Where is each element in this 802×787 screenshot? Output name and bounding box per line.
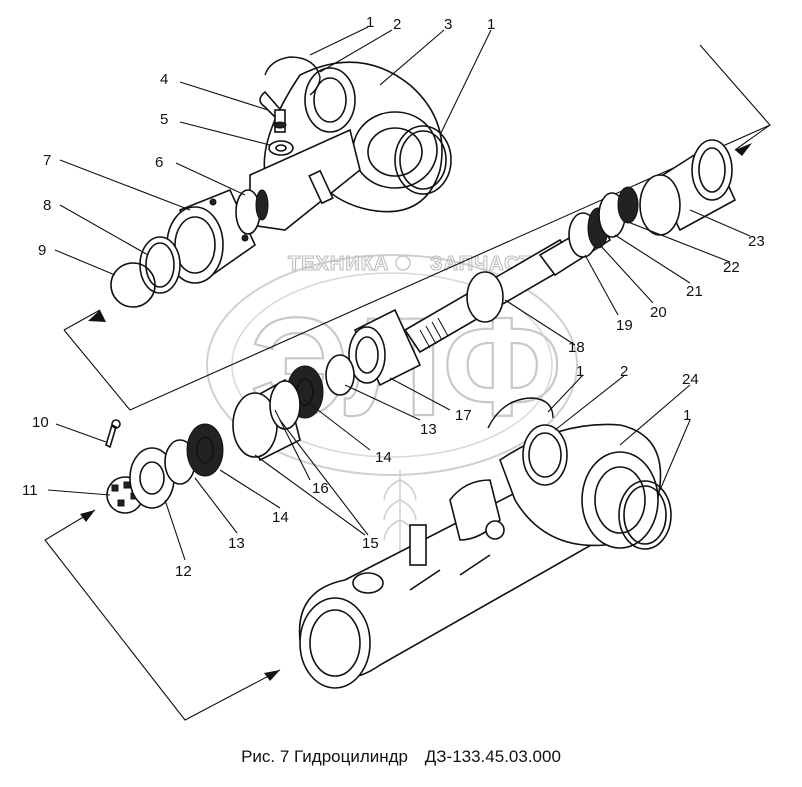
seal-part-6 — [235, 189, 269, 235]
hydraulic-cylinder-diagram: ЭЛФ ТЕХНИКА ЗАПЧАСТИ — [22, 14, 771, 721]
gear-icon — [395, 255, 411, 271]
callout-8: 8 — [43, 197, 51, 214]
ring-part-8 — [139, 236, 181, 294]
callout-6: 6 — [155, 154, 163, 171]
callout-2: 2 — [620, 363, 628, 380]
callout-17: 17 — [455, 407, 472, 424]
callout-1: 1 — [366, 14, 374, 31]
upper-assembly-bracket — [63, 44, 771, 411]
callout-18: 18 — [568, 339, 585, 356]
callout-1: 1 — [683, 407, 691, 424]
callout-14: 14 — [272, 509, 289, 526]
callout-23: 23 — [748, 233, 765, 250]
callout-1: 1 — [576, 363, 584, 380]
callout-9: 9 — [38, 242, 46, 259]
callout-16: 16 — [312, 480, 329, 497]
callout-12: 12 — [175, 563, 192, 580]
callout-22: 22 — [723, 259, 740, 276]
callout-13: 13 — [420, 421, 437, 438]
washer-part-12 — [129, 447, 175, 509]
piston-part-16 — [232, 378, 301, 462]
callout-15: 15 — [362, 535, 379, 552]
callout-10: 10 — [32, 414, 49, 431]
callout-labels: 1 2 3 1 4 5 6 7 8 9 10 11 12 13 14 15 16… — [22, 14, 765, 580]
grease-nipple-part-4 — [259, 90, 287, 133]
ring-part-22 — [617, 186, 639, 224]
callout-14: 14 — [375, 449, 392, 466]
cotter-pin-part-10 — [105, 419, 121, 449]
callout-7: 7 — [43, 152, 51, 169]
snap-ring-part-1 — [264, 56, 452, 195]
piston-part-23 — [639, 139, 737, 236]
arrow-icon — [80, 510, 95, 522]
callout-1: 1 — [487, 16, 495, 33]
callout-20: 20 — [650, 304, 667, 321]
callout-24: 24 — [682, 371, 699, 388]
ring-part-2-lower — [522, 424, 568, 486]
callout-4: 4 — [160, 71, 168, 88]
cylinder-tube-part-24 — [298, 423, 662, 689]
arrow-icon — [735, 143, 752, 156]
figure-caption: Рис. 7 Гидроцилиндр ДЗ-133.45.03.000 — [0, 747, 802, 767]
caption-title: Рис. 7 Гидроцилиндр — [241, 747, 409, 766]
ring-part-9 — [110, 262, 156, 308]
callout-5: 5 — [160, 111, 168, 128]
bushing-part-17 — [348, 308, 422, 387]
callout-3: 3 — [444, 16, 452, 33]
callout-19: 19 — [616, 317, 633, 334]
wheat-icon — [383, 470, 417, 560]
arrow-icon — [264, 670, 280, 681]
callout-11: 11 — [22, 482, 38, 499]
arrow-icon — [88, 310, 106, 322]
watermark-left-word: ТЕХНИКА — [288, 253, 389, 275]
lower-assembly-bracket — [44, 509, 281, 721]
leader-lines — [47, 26, 751, 561]
callout-2: 2 — [393, 16, 401, 33]
washer-part-5 — [268, 140, 294, 156]
callout-21: 21 — [686, 283, 703, 300]
callout-13: 13 — [228, 535, 245, 552]
caption-code: ДЗ-133.45.03.000 — [424, 747, 561, 766]
